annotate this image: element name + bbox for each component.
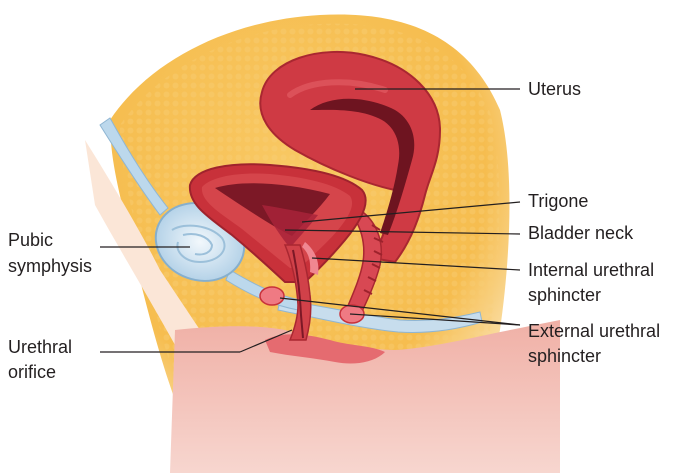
external-sphincter-leader <box>279 297 521 326</box>
abdominal-wall <box>85 140 200 345</box>
leader-lines <box>100 88 521 353</box>
label-uterus: Uterus <box>528 79 582 99</box>
label-external-sphincter-1: External urethral <box>528 321 661 341</box>
label-internal-sphincter-1: Internal urethral <box>528 260 655 280</box>
label-internal-sphincter-2: sphincter <box>528 285 602 305</box>
internal-sphincter-leader <box>311 257 521 271</box>
external-sphincter-leader-2 <box>349 313 521 326</box>
uterus-shape <box>259 51 442 264</box>
label-bladder-neck: Bladder neck <box>528 223 634 243</box>
labia <box>265 334 385 364</box>
bladder-neck-leader <box>284 229 521 235</box>
urethra-shape <box>283 244 312 341</box>
skin-surface <box>170 320 560 473</box>
label-orifice-2: orifice <box>8 362 57 382</box>
bladder-shape <box>188 163 367 283</box>
label-external-sphincter-2: sphincter <box>528 346 602 366</box>
trigone-area <box>262 205 318 248</box>
label-orifice-1: Urethral <box>8 337 73 357</box>
label-trigone: Trigone <box>528 191 589 211</box>
vaginal-rugae <box>363 224 384 295</box>
external-sphincter-left <box>259 286 285 306</box>
pubic-cartilage-strip <box>99 117 169 216</box>
trigone-leader <box>301 201 521 223</box>
label-pubic-2: symphysis <box>8 256 93 276</box>
label-pubic-1: Pubic <box>8 230 54 250</box>
orifice-leader-2 <box>239 329 293 353</box>
internal-sphincter-shape <box>302 242 319 275</box>
